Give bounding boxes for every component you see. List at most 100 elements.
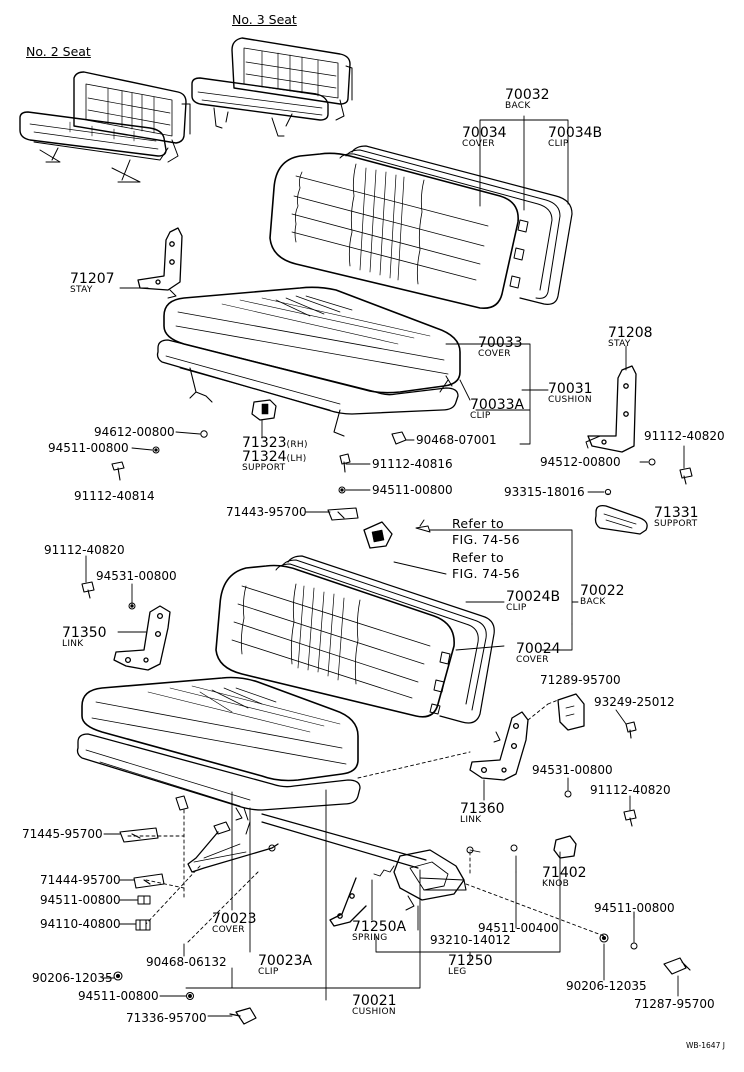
part-70033A-name: CLIP [470,411,491,421]
part-71350-name: LINK [62,639,84,649]
part-71336-95700: 71336-95700 [126,1011,207,1025]
part-90206-12035-a: 90206-12035 [32,971,113,985]
part-91112-40820-c: 91112-40820 [590,783,671,797]
part-71331-number: 71331 [654,505,699,521]
part-70034B-name: CLIP [548,139,569,149]
part-71444-95700: 71444-95700 [40,873,121,887]
part-70032-number: 70032 [505,87,550,103]
part-71207-name: STAY [70,285,93,295]
part-71324-row: 71324(LH) [242,450,307,464]
part-70033A-number: 70033A [470,397,525,413]
part-70024B-name: CLIP [506,603,527,613]
part-71250-number: 71250 [448,953,493,969]
part-70021-name: CUSHION [352,1007,396,1017]
part-93249-25012: 93249-25012 [594,695,675,709]
part-71208-name: STAY [608,339,631,349]
part-94511-00800-b: 94511-00800 [372,483,453,497]
part-94531-00800-b: 94531-00800 [532,763,613,777]
part-71443-95700: 71443-95700 [226,505,307,519]
reference-2-line2: FIG. 74-56 [452,566,520,581]
part-70031-name: CUSHION [548,395,592,405]
part-94511-00800-e: 94511-00800 [78,989,159,1003]
part-70024-number: 70024 [516,641,561,657]
no2-seat-heading: No. 2 Seat [26,44,91,59]
part-94512-00800: 94512-00800 [540,455,621,469]
no3-seat-heading: No. 3 Seat [232,12,297,27]
upper-seat-cushion-assembly [156,286,461,437]
part-71331-name: SUPPORT [654,519,698,529]
part-90468-06132: 90468-06132 [146,955,227,969]
stay-71207 [137,227,183,299]
part-70021-number: 70021 [352,993,397,1009]
no2-seat-heading-text: No. 2 Seat [26,44,91,59]
part-71250-name: LEG [448,967,467,977]
part-70033-number: 70033 [478,335,523,351]
part-94612-00800: 94612-00800 [94,425,175,439]
part-91112-40814: 91112-40814 [74,489,155,503]
part-90468-07001: 90468-07001 [416,433,497,447]
part-94110-40800: 94110-40800 [40,917,121,931]
part-70034B-number: 70034B [548,125,603,141]
part-70023A-name: CLIP [258,967,279,977]
part-70023A-number: 70023A [258,953,313,969]
reference-1-line2: FIG. 74-56 [452,532,520,547]
part-70033-name: COVER [478,349,511,359]
support-71331 [594,504,648,535]
part-71445-95700: 71445-95700 [22,827,103,841]
part-71250A-name: SPRING [352,933,388,943]
pad-71289 [557,693,637,827]
part-70024-name: COVER [516,655,549,665]
lower-right-hardware [466,835,691,975]
stay-71208 [585,365,693,496]
part-71287-95700: 71287-95700 [634,997,715,1011]
no3-seat-heading-text: No. 3 Seat [232,12,297,27]
footer-code: WB-1647 J [686,1041,725,1050]
upper-hardware [111,399,431,549]
no2-seat-thumbnail [19,71,191,183]
part-94511-00800-c: 94511-00800 [40,893,121,907]
reference-1-line1: Refer to [452,516,504,531]
part-91112-40820-b: 91112-40820 [44,543,125,557]
part-94511-00800-a: 94511-00800 [48,441,129,455]
part-70023-name: COVER [212,925,245,935]
part-71323-number: 71323 [242,435,287,451]
part-71360-number: 71360 [460,801,505,817]
part-71360-name: LINK [460,815,482,825]
part-70022-number: 70022 [580,583,625,599]
part-71402-number: 71402 [542,865,587,881]
part-71324-number: 71324 [242,449,287,465]
part-93210-14012: 93210-14012 [430,933,511,947]
part-71207-number: 71207 [70,271,115,287]
part-90206-12035-b: 90206-12035 [566,979,647,993]
part-70024B-number: 70024B [506,589,561,605]
part-71323-suffix: (RH) [286,440,308,450]
part-91112-40820-a: 91112-40820 [644,429,725,443]
no3-seat-thumbnail [191,37,353,137]
part-71250A-number: 71250A [352,919,407,935]
part-94531-00800-a: 94531-00800 [96,569,177,583]
part-93315-18016: 93315-18016 [504,485,585,499]
link-71360 [469,711,529,781]
lower-seat-back-assembly [215,555,495,724]
part-71350-number: 71350 [62,625,107,641]
part-70034-name: COVER [462,139,495,149]
part-94511-00400: 94511-00400 [478,921,559,935]
part-94511-00800-d: 94511-00800 [594,901,675,915]
part-70031-number: 70031 [548,381,593,397]
reference-2-line1: Refer to [452,550,504,565]
part-70022-name: BACK [580,597,606,607]
part-71324-suffix: (LH) [286,454,307,464]
part-70023-number: 70023 [212,911,257,927]
part-70032-name: BACK [505,101,531,111]
lower-seat-cushion-assembly [76,676,467,927]
part-71289-95700: 71289-95700 [540,673,621,687]
part-71324-name: SUPPORT [242,463,286,473]
part-71323-row: 71323(RH) [242,436,308,450]
part-91112-40816: 91112-40816 [372,457,453,471]
upper-seat-back-assembly [269,145,573,310]
part-70034-number: 70034 [462,125,507,141]
part-71402-name: KNOB [542,879,570,889]
part-71208-number: 71208 [608,325,653,341]
leader-lines [85,115,685,1017]
